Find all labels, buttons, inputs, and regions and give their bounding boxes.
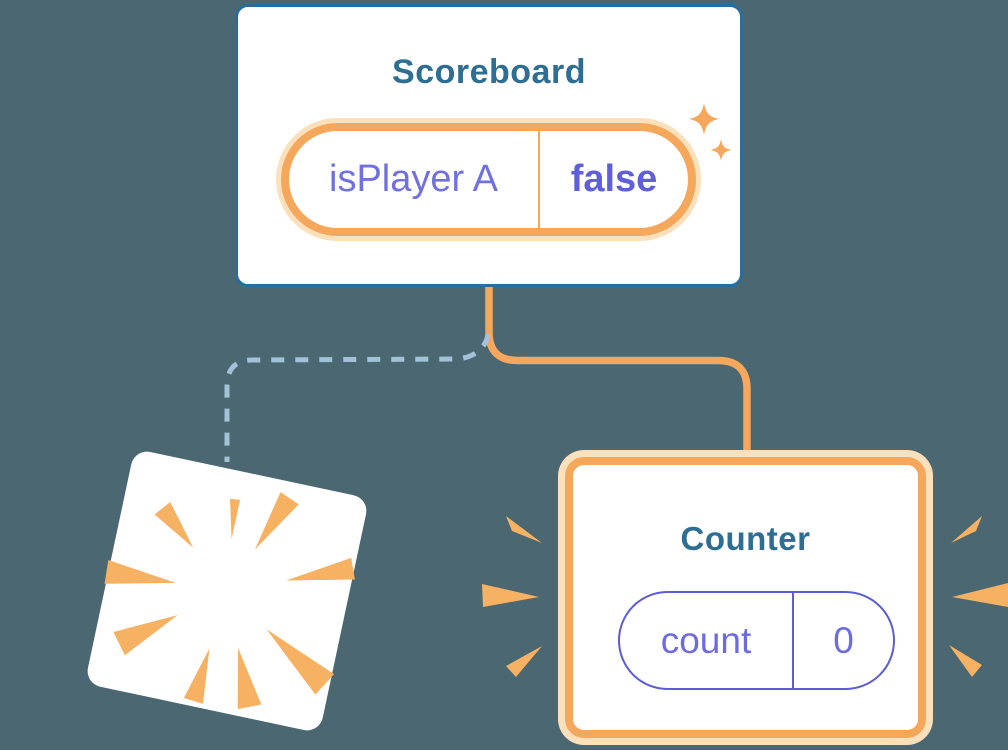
starburst-icon xyxy=(104,492,355,710)
scoreboard-state-pill: isPlayer A false xyxy=(281,123,696,236)
counter-component-card: Counter count 0 xyxy=(565,457,926,738)
solid-connector-line xyxy=(485,284,751,456)
dashed-connector-line xyxy=(224,333,491,462)
counter-card-halo: Counter count 0 xyxy=(558,450,933,745)
pill-divider xyxy=(792,593,794,688)
scoreboard-component-card: Scoreboard isPlayer A false xyxy=(235,4,743,287)
pill-divider xyxy=(538,131,540,228)
scoreboard-state-pill-glow: isPlayer A false xyxy=(276,118,701,241)
state-value: false xyxy=(570,158,658,200)
scoreboard-title: Scoreboard xyxy=(392,53,586,91)
state-value: 0 xyxy=(833,619,854,661)
destroyed-component-card xyxy=(87,451,367,731)
state-name: isPlayer A xyxy=(329,158,498,200)
state-name: count xyxy=(660,619,752,661)
destroyed-card-body xyxy=(87,451,367,731)
counter-state-pill: count 0 xyxy=(618,591,895,690)
emphasis-marks-icon xyxy=(482,516,1008,677)
counter-title: Counter xyxy=(680,520,811,557)
sparkles-icon xyxy=(689,103,732,161)
